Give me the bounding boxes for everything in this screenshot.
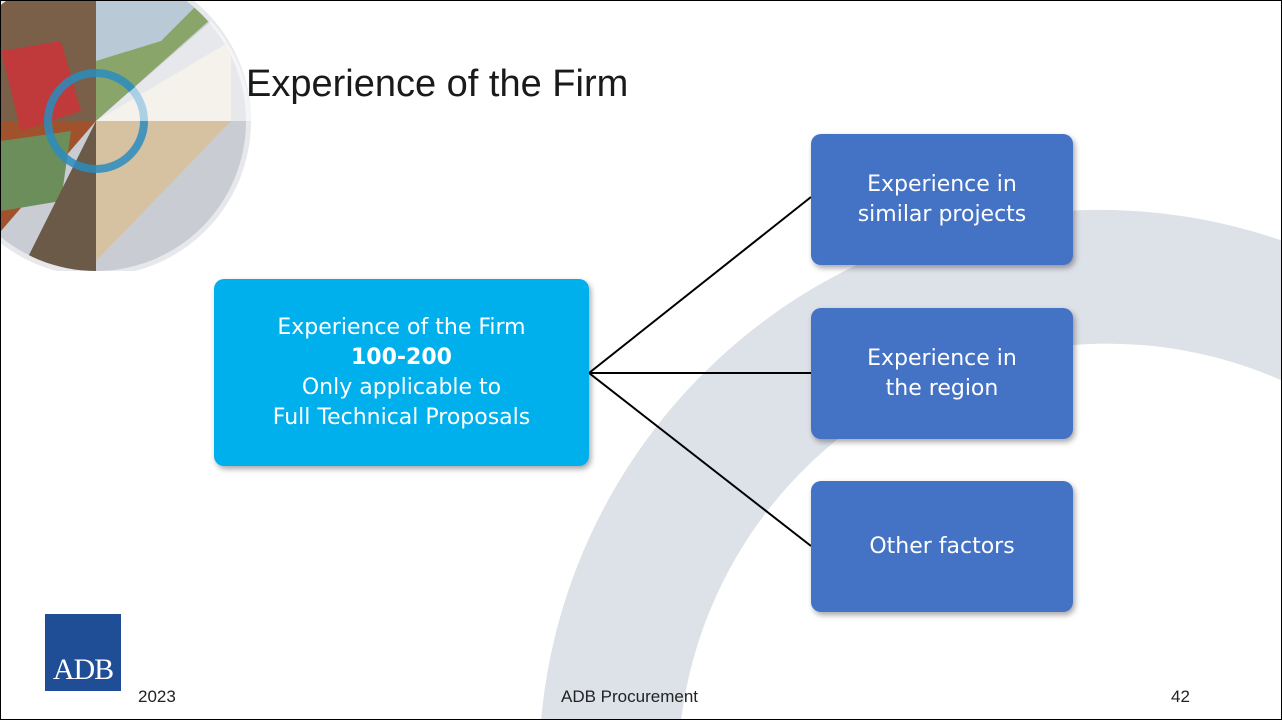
main-criterion-box: Experience of the Firm 100-200 Only appl… [214, 279, 589, 466]
connector-other-factors [588, 372, 812, 547]
main-box-note-line2: Full Technical Proposals [272, 404, 531, 430]
page-number: 42 [1171, 687, 1190, 706]
footer-year: 2023 [138, 687, 176, 706]
branch-box-similar-projects: Experience in similar projects [811, 134, 1073, 265]
main-box-note-line1: Only applicable to [301, 374, 502, 400]
branch-label-line1: Other factors [869, 533, 1015, 559]
branch-box-region: Experience in the region [811, 308, 1073, 439]
branch-label-line1: Experience in [867, 345, 1017, 371]
footer-title: ADB Procurement [561, 687, 698, 706]
points-range: 100-200 [351, 344, 452, 370]
main-box-title: Experience of the Firm [277, 314, 526, 340]
branch-label-line1: Experience in [867, 171, 1017, 197]
branch-box-other-factors: Other factors [811, 481, 1073, 612]
branch-label-line2: the region [885, 375, 999, 401]
photo-collage [1, 1, 251, 271]
slide-title: Experience of the Firm [246, 63, 629, 105]
connector-similar-projects [588, 196, 812, 374]
adb-logo: ADB [45, 614, 121, 691]
branch-label-line2: similar projects [857, 201, 1027, 227]
